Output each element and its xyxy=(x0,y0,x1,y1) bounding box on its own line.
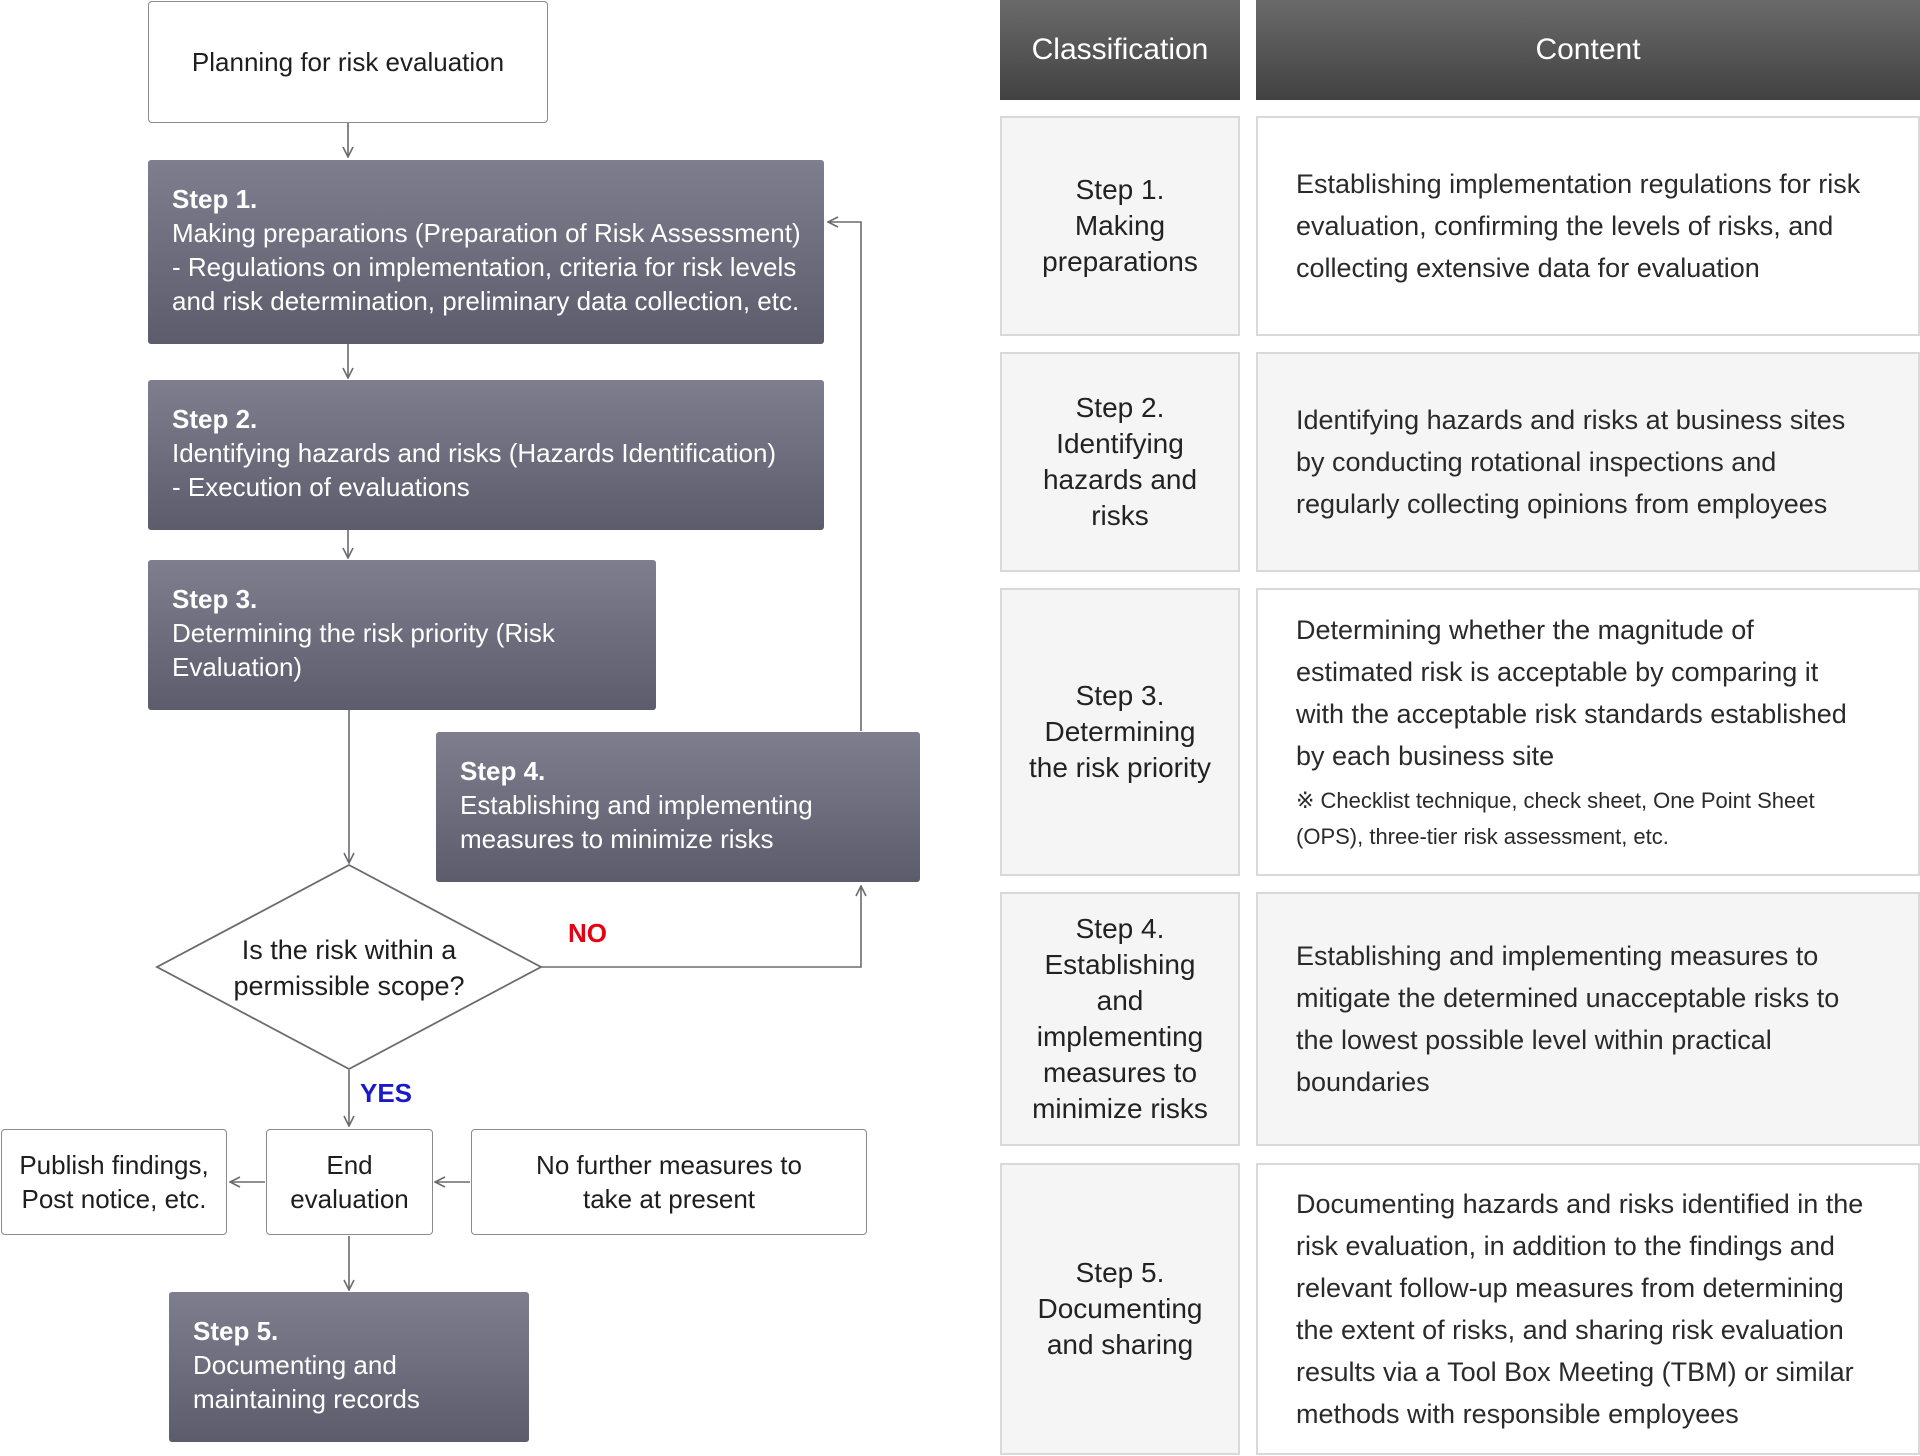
planning-label: Planning for risk evaluation xyxy=(191,47,505,77)
classification-line: Identifying xyxy=(1056,428,1184,459)
content-cell: Establishing implementation regulations … xyxy=(1256,116,1920,336)
step1-box: Step 1. Making preparations (Preparation… xyxy=(148,160,824,344)
end-line: evaluation xyxy=(290,1184,409,1214)
content-line: Determining whether the magnitude of xyxy=(1296,615,1754,645)
header-classification: Classification xyxy=(1000,0,1240,100)
classification-line: Step 4. xyxy=(1075,913,1165,944)
step2-line: - Execution of evaluations xyxy=(172,472,470,502)
content-line: methods with responsible employees xyxy=(1296,1399,1739,1429)
end-box: End evaluation xyxy=(266,1129,433,1235)
classification-line: Step 5. xyxy=(1075,1257,1165,1288)
step5-line: Documenting and xyxy=(193,1350,397,1380)
classification-line: Step 2. xyxy=(1075,392,1165,423)
classification-line: preparations xyxy=(1042,246,1198,277)
no-further-box: No further measures to take at present xyxy=(471,1129,867,1235)
step2-line: Identifying hazards and risks (Hazards I… xyxy=(172,438,777,468)
publish-line: Publish findings, xyxy=(19,1150,209,1180)
content-line: with the acceptable risk standards estab… xyxy=(1296,699,1847,729)
step3-line: Evaluation) xyxy=(172,652,303,682)
step5-line: maintaining records xyxy=(193,1384,420,1414)
step1-line: Making preparations (Preparation of Risk… xyxy=(172,218,801,248)
step4-line: Establishing and implementing xyxy=(460,790,813,820)
decision-line: permissible scope? xyxy=(233,971,465,1001)
classification-line: Step 3. xyxy=(1075,680,1165,711)
step4-line: measures to minimize risks xyxy=(460,824,774,854)
step3-box: Step 3. Determining the risk priority (R… xyxy=(148,560,656,710)
yes-label: YES xyxy=(360,1078,413,1108)
content-line: results via a Tool Box Meeting (TBM) or … xyxy=(1296,1357,1854,1387)
classification-line: hazards and xyxy=(1042,464,1198,495)
classification-cell: Step 1. Making preparations xyxy=(1000,116,1240,336)
step3-title: Step 3. xyxy=(172,584,258,614)
classification-line: Step 1. xyxy=(1075,174,1165,205)
classification-line: measures to xyxy=(1042,1057,1198,1088)
step5-box: Step 5. Documenting and maintaining reco… xyxy=(169,1292,529,1442)
classification-line: minimize risks xyxy=(1032,1093,1208,1124)
classification-line: implementing xyxy=(1036,1021,1204,1052)
content-line: by conducting rotational inspections and xyxy=(1296,447,1777,477)
note-line: ※ Checklist technique, check sheet, One … xyxy=(1296,788,1815,813)
classification-cell: Step 3. Determining the risk priority xyxy=(1000,588,1240,876)
classification-line: Making xyxy=(1074,210,1166,241)
step5-title: Step 5. xyxy=(193,1316,279,1346)
step1-line: - Regulations on implementation, criteri… xyxy=(172,252,797,282)
step1-line: and risk determination, preliminary data… xyxy=(172,286,800,316)
publish-box: Publish findings, Post notice, etc. xyxy=(1,1129,227,1235)
publish-line: Post notice, etc. xyxy=(21,1184,207,1214)
content-line: regularly collecting opinions from emplo… xyxy=(1296,489,1828,519)
content-cell: Identifying hazards and risks at busines… xyxy=(1256,352,1920,572)
planning-box: Planning for risk evaluation xyxy=(148,1,548,123)
classification-line: Documenting xyxy=(1037,1293,1203,1324)
no-further-line: No further measures to xyxy=(536,1150,802,1180)
content-line: estimated risk is acceptable by comparin… xyxy=(1296,657,1819,687)
classification-line: the risk priority xyxy=(1028,752,1212,783)
content-line: evaluation, confirming the levels of ris… xyxy=(1296,211,1834,241)
arrow-step4-to-step1 xyxy=(828,222,862,731)
content-line: Establishing implementation regulations … xyxy=(1296,169,1861,199)
no-label: NO xyxy=(568,918,607,948)
classification-line: and sharing xyxy=(1046,1329,1194,1360)
classification-cell: Step 4. Establishing and implementing me… xyxy=(1000,892,1240,1146)
step2-box: Step 2. Identifying hazards and risks (H… xyxy=(148,380,824,530)
content-line: Establishing and implementing measures t… xyxy=(1296,941,1819,971)
content-cell: Documenting hazards and risks identified… xyxy=(1256,1163,1920,1455)
step2-title: Step 2. xyxy=(172,404,258,434)
content-line: relevant follow-up measures from determi… xyxy=(1296,1273,1844,1303)
classification-cell: Step 2. Identifying hazards and risks xyxy=(1000,352,1240,572)
content-cell: Determining whether the magnitude of est… xyxy=(1256,588,1920,876)
content-line: by each business site xyxy=(1296,741,1555,771)
content-line: Identifying hazards and risks at busines… xyxy=(1296,405,1846,435)
content-line: boundaries xyxy=(1296,1067,1430,1097)
classification-line: risks xyxy=(1091,500,1149,531)
step4-title: Step 4. xyxy=(460,756,546,786)
content-note: ※ Checklist technique, check sheet, One … xyxy=(1296,783,1888,855)
header-content: Content xyxy=(1256,0,1920,100)
content-line: the lowest possible level within practic… xyxy=(1296,1025,1772,1055)
content-line: collecting extensive data for evaluation xyxy=(1296,253,1760,283)
content-line: the extent of risks, and sharing risk ev… xyxy=(1296,1315,1844,1345)
no-further-line: take at present xyxy=(583,1184,755,1214)
step3-line: Determining the risk priority (Risk xyxy=(172,618,555,648)
content-line: mitigate the determined unacceptable ris… xyxy=(1296,983,1840,1013)
end-line: End xyxy=(326,1150,373,1180)
classification-line: and xyxy=(1096,985,1144,1016)
classification-line: Determining xyxy=(1044,716,1196,747)
decision-diamond xyxy=(155,863,543,1071)
decision-question: Is the risk within a permissible scope? xyxy=(190,932,508,1004)
classification-line: Establishing xyxy=(1044,949,1196,980)
content-cell: Establishing and implementing measures t… xyxy=(1256,892,1920,1146)
decision-line: Is the risk within a xyxy=(241,935,457,965)
step4-box: Step 4. Establishing and implementing me… xyxy=(436,732,920,882)
note-line: (OPS), three-tier risk assessment, etc. xyxy=(1296,824,1669,849)
arrow-no-to-step4 xyxy=(541,886,861,968)
classification-cell: Step 5. Documenting and sharing xyxy=(1000,1163,1240,1455)
content-line: Documenting hazards and risks identified… xyxy=(1296,1189,1864,1219)
content-line: risk evaluation, in addition to the find… xyxy=(1296,1231,1835,1261)
step1-title: Step 1. xyxy=(172,184,258,214)
